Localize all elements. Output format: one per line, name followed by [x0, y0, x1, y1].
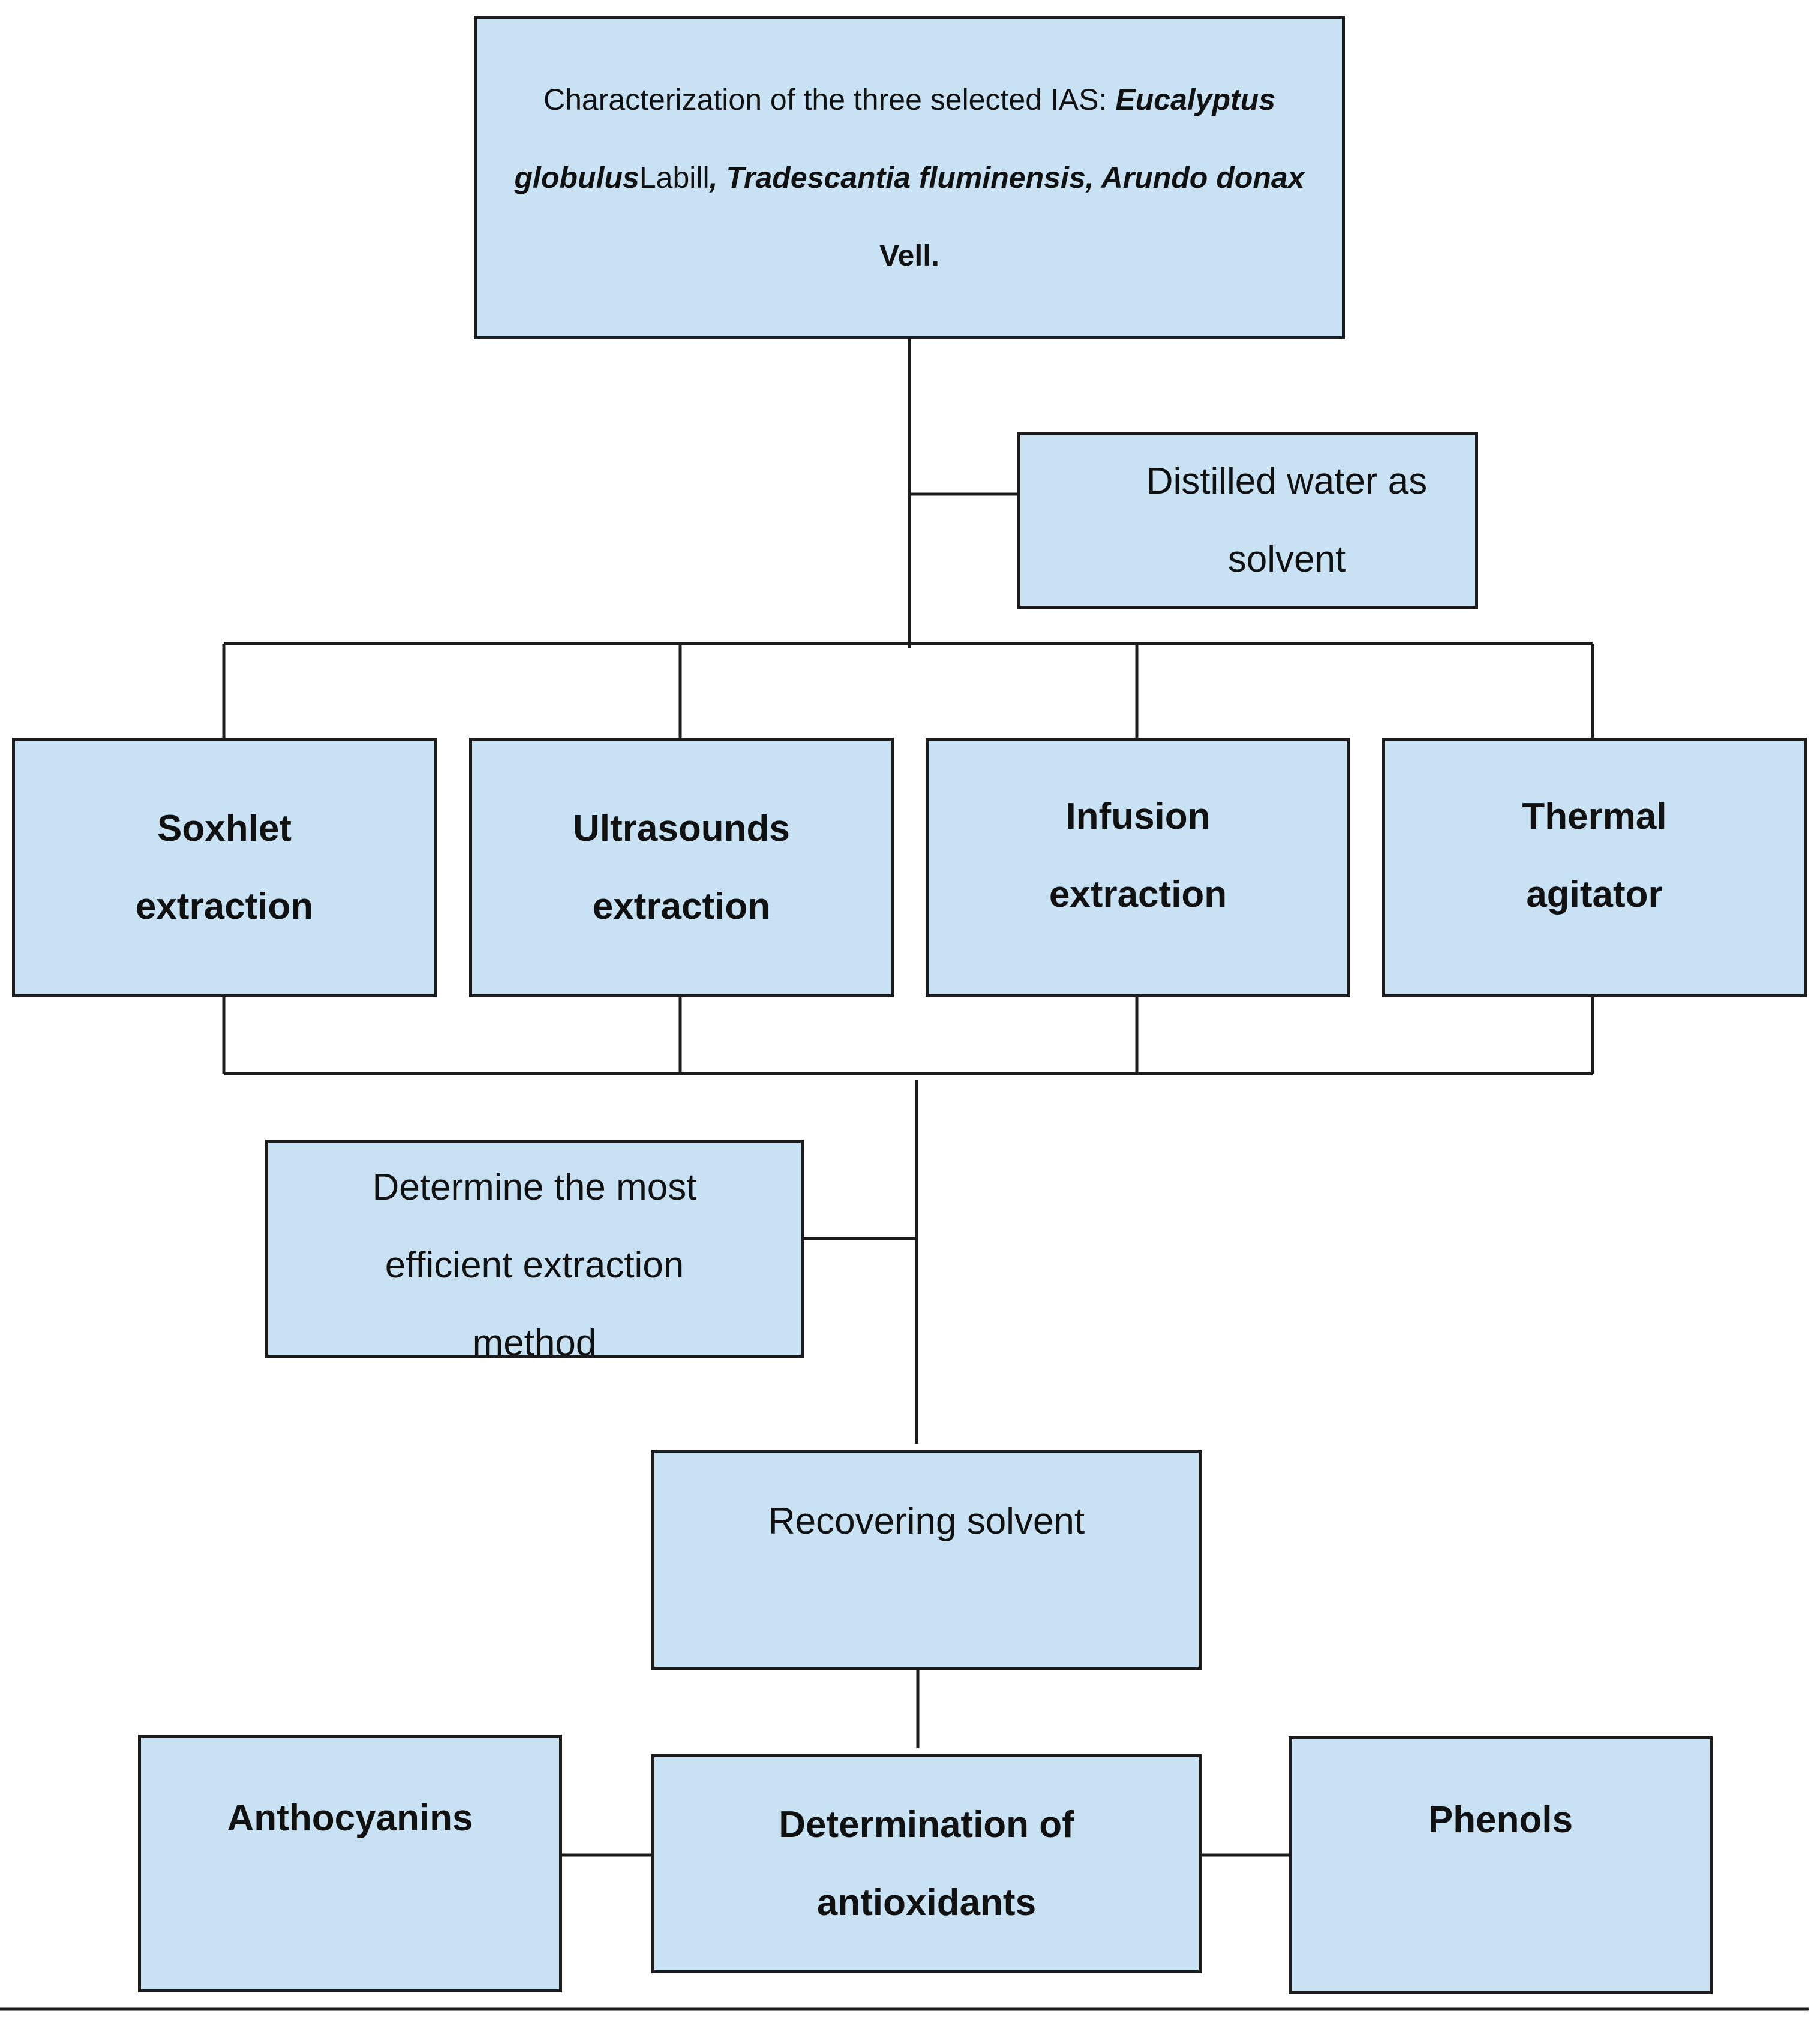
- species-eucalyptus-genus: Eucalyptus: [1115, 83, 1276, 116]
- thermal-agitator-box: Thermal agitator: [1382, 738, 1807, 997]
- recovering-line-1: Recovering solvent: [768, 1501, 1085, 1542]
- determine-line-1: Determine the most: [372, 1167, 697, 1208]
- species-eucalyptus-epithet: globulus: [514, 161, 639, 194]
- anthocyanins-box: Anthocyanins: [138, 1735, 562, 1992]
- thermal-line-2: agitator: [1526, 873, 1663, 915]
- characterization-line-2: globulusLabill, Tradescantia fluminensis…: [515, 139, 1305, 217]
- ultrasounds-line-2: extraction: [592, 885, 771, 927]
- infusion-extraction-box: Infusion extraction: [926, 738, 1350, 997]
- determine-line-3: method: [472, 1322, 597, 1358]
- solvent-box: Distilled water as solvent: [1017, 432, 1478, 609]
- species-arundo: Arundo donax: [1101, 161, 1305, 194]
- recovering-solvent-box: Recovering solvent: [651, 1450, 1202, 1670]
- determine-line-2: efficient extraction: [385, 1245, 684, 1286]
- anthocyanins-label: Anthocyanins: [227, 1797, 473, 1839]
- soxhlet-extraction-box: Soxhlet extraction: [12, 738, 437, 997]
- infusion-line-1: Infusion: [1065, 795, 1211, 837]
- thermal-line-1: Thermal: [1522, 795, 1667, 837]
- characterization-text: Characterization of the three selected I…: [515, 61, 1305, 294]
- phenols-label: Phenols: [1428, 1799, 1573, 1841]
- determine-method-box: Determine the most efficient extraction …: [265, 1140, 804, 1358]
- characterization-line-1: Characterization of the three selected I…: [515, 61, 1305, 139]
- antioxidants-line-1: Determination of: [779, 1803, 1074, 1845]
- species-arundo-author: Vell.: [879, 239, 940, 272]
- species-separator-1: ,: [709, 161, 726, 194]
- antioxidants-box: Determination of antioxidants: [651, 1754, 1202, 1973]
- solvent-line-2: solvent: [1227, 538, 1346, 580]
- phenols-box: Phenols: [1289, 1736, 1713, 1994]
- ultrasounds-extraction-box: Ultrasounds extraction: [469, 738, 894, 997]
- soxhlet-line-1: Soxhlet: [157, 807, 292, 849]
- species-eucalyptus-author: Labill: [639, 161, 710, 194]
- species-separator-2: ,: [1085, 161, 1101, 194]
- ultrasounds-line-1: Ultrasounds: [573, 807, 790, 849]
- species-tradescantia: Tradescantia fluminensis: [726, 161, 1086, 194]
- soxhlet-line-2: extraction: [135, 885, 314, 927]
- infusion-line-2: extraction: [1049, 873, 1227, 915]
- antioxidants-line-2: antioxidants: [816, 1881, 1037, 1923]
- characterization-prefix: Characterization of the three selected I…: [543, 83, 1116, 116]
- solvent-line-1: Distilled water as: [1146, 460, 1428, 502]
- characterization-box: Characterization of the three selected I…: [474, 16, 1345, 339]
